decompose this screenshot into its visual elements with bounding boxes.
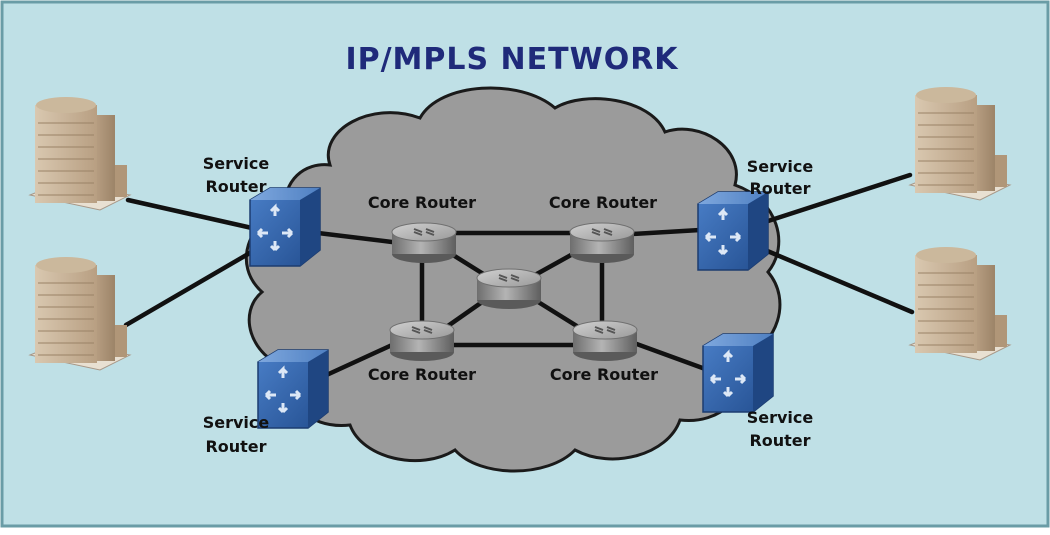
service-router-bottom-left (257, 349, 329, 429)
building-wing (115, 165, 127, 197)
building-roof (36, 257, 96, 273)
core-router-top (572, 320, 638, 340)
building-wing (995, 155, 1007, 187)
link-building-br-sr-tr (762, 247, 915, 315)
service-router-label-top-right-line2: Router (749, 179, 810, 198)
core-router-bottom-right (572, 320, 638, 361)
network-links (123, 172, 915, 381)
diagram-title: IP/MPLS NETWORK (345, 42, 679, 77)
link-building-bl-sr-tl (123, 247, 258, 328)
building-front (35, 265, 97, 363)
building-side (977, 265, 995, 351)
building-roof (916, 247, 976, 263)
diagram-labels: Core Router Core Router Core Router Core… (203, 154, 814, 456)
core-router-top (569, 222, 635, 242)
building-bottom-right (908, 247, 1012, 361)
building-wing (115, 325, 127, 357)
building-side (97, 115, 115, 201)
building-wing (995, 315, 1007, 347)
building-side (97, 275, 115, 361)
service-router-bottom-right (702, 333, 774, 413)
service-router-label-top-left-line2: Router (205, 177, 266, 196)
link-sr-tl-core-tl (315, 230, 395, 245)
service-router-top-right (697, 191, 769, 271)
core-router-top-left (391, 222, 457, 263)
core-router-top (476, 268, 542, 288)
core-router-label-top-left: Core Router (368, 193, 476, 212)
service-router-label-top-left-line1: Service (203, 154, 270, 173)
link-core-bl-core-c (442, 297, 488, 331)
core-router-label-bottom-left: Core Router (368, 365, 476, 384)
core-router-bottom-left (389, 320, 455, 361)
link-sr-br-core-br (631, 340, 711, 373)
service-router-label-bottom-left-line2: Router (205, 437, 266, 456)
link-core-br-core-c (532, 297, 583, 331)
building-front (915, 95, 977, 193)
core-router-center (476, 268, 542, 309)
link-building-tl-sr-tl (125, 197, 255, 231)
service-router-label-bottom-right-line1: Service (747, 408, 814, 427)
building-top-right (908, 87, 1012, 201)
link-sr-tr-core-tr (629, 227, 703, 237)
core-router-top (389, 320, 455, 340)
core-router-label-bottom-right: Core Router (550, 365, 658, 384)
link-building-tr-sr-tr (762, 172, 913, 225)
link-sr-bl-core-bl (317, 342, 395, 381)
core-router-label-top-right: Core Router (549, 193, 657, 212)
service-router-label-bottom-right-line2: Router (749, 431, 810, 450)
building-front (915, 255, 977, 353)
building-side (977, 105, 995, 191)
core-router-top (391, 222, 457, 242)
building-bottom-left (28, 257, 132, 371)
service-router-label-top-right-line1: Service (747, 157, 814, 176)
building-front (35, 105, 97, 203)
core-router-top-right (569, 222, 635, 263)
service-router-label-bottom-left-line1: Service (203, 413, 270, 432)
service-router-top-left (249, 187, 321, 267)
building-roof (36, 97, 96, 113)
building-roof (916, 87, 976, 103)
building-top-left (28, 97, 132, 211)
